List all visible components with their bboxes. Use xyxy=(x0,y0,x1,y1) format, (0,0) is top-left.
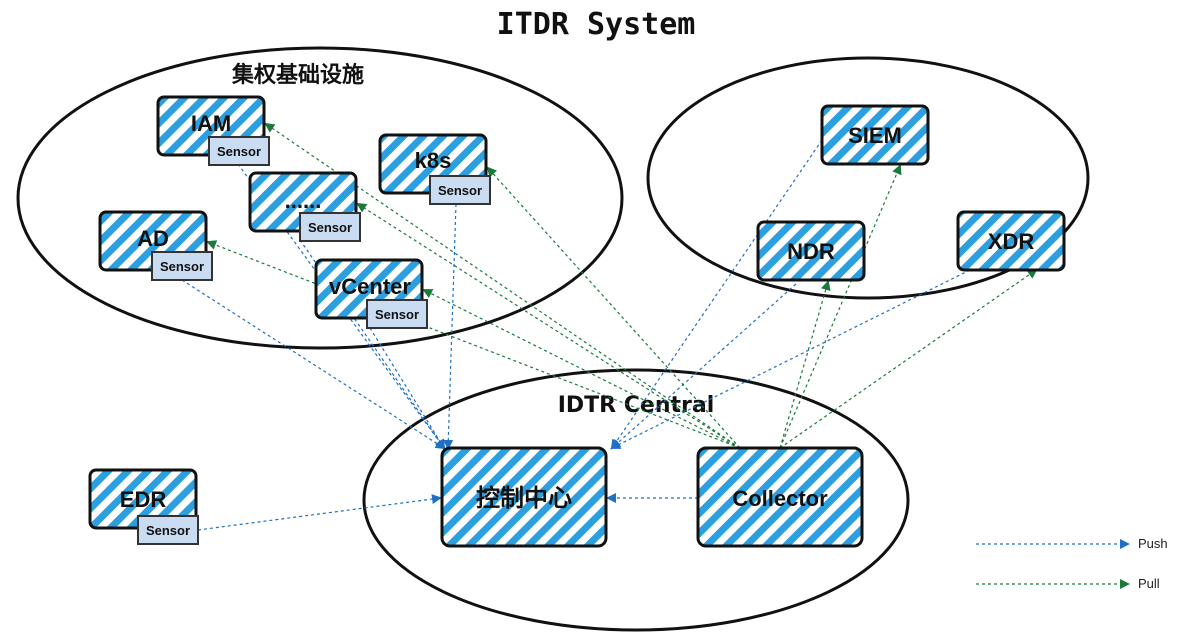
ad-sensor-label: Sensor xyxy=(160,259,204,274)
legend-pull-label: Pull xyxy=(1138,576,1160,591)
edge-ndr-to-control xyxy=(610,283,797,450)
ellipsis-sensor-label: Sensor xyxy=(308,220,352,235)
diagram-title: ITDR System xyxy=(497,7,696,42)
k8s-sensor-label: Sensor xyxy=(438,183,482,198)
xdr-label: XDR xyxy=(988,229,1035,254)
ellipsis-label: ...... xyxy=(285,188,322,213)
edge-xdr-to-control xyxy=(610,269,971,449)
siem-label: SIEM xyxy=(848,123,902,148)
node-vcenter: vCenter Sensor xyxy=(314,258,428,329)
vcenter-sensor-label: Sensor xyxy=(375,307,419,322)
node-collector: Collector xyxy=(696,446,864,548)
collector-label: Collector xyxy=(732,486,828,511)
iam-sensor xyxy=(208,136,270,166)
k8s-label: k8s xyxy=(415,148,452,173)
ndr-label: NDR xyxy=(787,239,835,264)
collector-box xyxy=(696,446,864,548)
legend-push-label: Push xyxy=(1138,536,1168,551)
central-region xyxy=(362,368,910,632)
edge-collector-to-vcenter xyxy=(422,289,741,449)
node-ellipsis: ...... Sensor xyxy=(248,171,361,242)
node-iam: IAM Sensor xyxy=(156,95,270,166)
infrastructure-label: 集权基础设施 xyxy=(231,62,364,88)
edge-k8s-to-control xyxy=(443,203,457,450)
edge-collector-to-k8s xyxy=(486,166,741,449)
vcenter-label: vCenter xyxy=(329,274,411,299)
k8s-sensor xyxy=(429,175,491,205)
edge-ad-to-control xyxy=(181,279,446,450)
edge-collector-to-ndr xyxy=(779,280,831,449)
ndr-box xyxy=(756,220,866,282)
security-tools-region xyxy=(646,56,1090,300)
iam-label: IAM xyxy=(191,111,231,136)
edr-sensor-label: Sensor xyxy=(146,523,190,538)
control-box xyxy=(440,446,608,548)
central-label: IDTR Central xyxy=(558,393,715,418)
node-control-center: 控制中心 xyxy=(440,446,608,548)
node-xdr: XDR xyxy=(956,210,1066,272)
edr-label: EDR xyxy=(120,487,167,512)
node-edr: EDR Sensor xyxy=(88,468,199,545)
siem-box xyxy=(820,104,930,166)
vcenter-sensor xyxy=(366,299,428,329)
infrastructure-region xyxy=(16,46,624,350)
edge-edr-to-control xyxy=(197,494,442,531)
ad-label: AD xyxy=(137,226,169,251)
node-siem: SIEM xyxy=(820,104,930,166)
node-ad: AD Sensor xyxy=(98,210,213,281)
ad-sensor xyxy=(151,251,213,281)
xdr-box xyxy=(956,210,1066,272)
legend: Push Pull xyxy=(976,536,1168,591)
ellipsis-sensor xyxy=(299,212,361,242)
edge-siem-to-control xyxy=(610,139,823,450)
node-ndr: NDR xyxy=(756,220,866,282)
control-label: 控制中心 xyxy=(476,484,572,512)
node-k8s: k8s Sensor xyxy=(378,133,491,205)
edge-collector-to-ad xyxy=(206,240,741,449)
edr-sensor xyxy=(137,515,199,545)
edge-collector-to-xdr xyxy=(779,268,1038,449)
iam-sensor-label: Sensor xyxy=(217,144,261,159)
